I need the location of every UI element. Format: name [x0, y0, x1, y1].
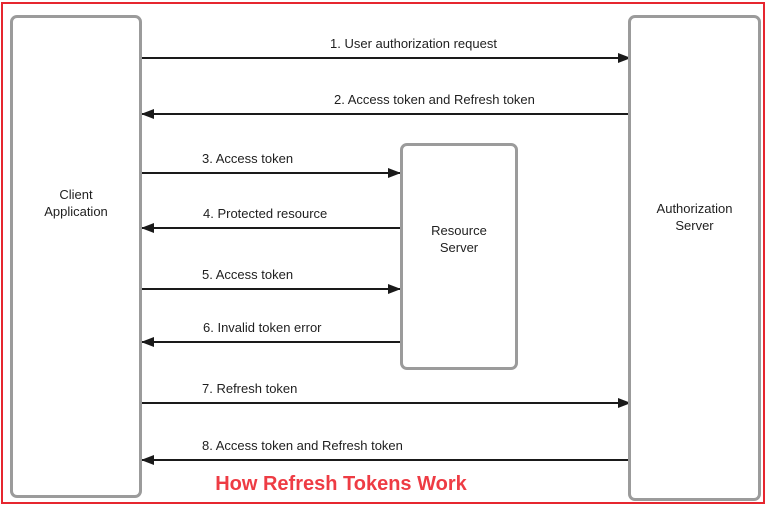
arrowhead-right-icon — [388, 284, 401, 294]
node-label-line2: Server — [439, 240, 479, 255]
arrowhead-right-icon — [618, 53, 631, 63]
message-label: 2. Access token and Refresh token — [334, 92, 535, 107]
arrow-line — [142, 341, 400, 343]
message-label: 5. Access token — [202, 267, 294, 282]
arrow-line — [142, 172, 400, 174]
arrow-line — [142, 402, 630, 404]
node-label: Authorization Server — [631, 200, 758, 234]
message-arrow-2-access-and-refresh-token: 2. Access token and Refresh token — [141, 85, 630, 119]
node-label-line2: Server — [675, 218, 714, 233]
message-label: 7. Refresh token — [202, 381, 298, 396]
message-arrow-3-access-token: 3. Access token — [142, 144, 401, 178]
node-label-line2: Application — [44, 204, 108, 219]
arrow-line — [142, 113, 630, 115]
diagram-title: How Refresh Tokens Work — [215, 473, 467, 495]
arrowhead-left-icon — [141, 223, 154, 233]
message-arrow-7-refresh-token: 7. Refresh token — [142, 374, 631, 408]
message-arrow-5-access-token: 5. Access token — [142, 260, 401, 294]
node-client-application: Client Application — [10, 15, 142, 498]
arrowhead-right-icon — [618, 398, 631, 408]
arrowhead-right-icon — [388, 168, 401, 178]
arrow-line — [142, 57, 630, 59]
message-label: 6. Invalid token error — [203, 320, 322, 335]
arrowhead-left-icon — [141, 109, 154, 119]
node-label-line1: Resource — [431, 223, 487, 238]
node-authorization-server: Authorization Server — [628, 15, 761, 501]
arrow-line — [142, 288, 400, 290]
message-label: 4. Protected resource — [203, 206, 328, 221]
node-resource-server: Resource Server — [400, 143, 518, 370]
message-arrow-6-invalid-token-error: 6. Invalid token error — [141, 313, 400, 347]
message-arrow-4-protected-resource: 4. Protected resource — [141, 199, 400, 233]
node-label: Resource Server — [403, 222, 515, 256]
arrow-line — [142, 459, 630, 461]
node-label: Client Application — [13, 186, 139, 220]
message-label: 1. User authorization request — [330, 36, 497, 51]
message-label: 8. Access token and Refresh token — [202, 438, 403, 453]
arrow-line — [142, 227, 400, 229]
message-arrow-1-user-authorization-request: 1. User authorization request — [142, 29, 631, 63]
message-label: 3. Access token — [202, 151, 294, 166]
message-arrow-8-access-and-refresh-token: 8. Access token and Refresh token — [141, 431, 630, 465]
node-label-line1: Client — [59, 187, 93, 202]
node-label-line1: Authorization — [656, 201, 733, 216]
arrowhead-left-icon — [141, 455, 154, 465]
arrowhead-left-icon — [141, 337, 154, 347]
